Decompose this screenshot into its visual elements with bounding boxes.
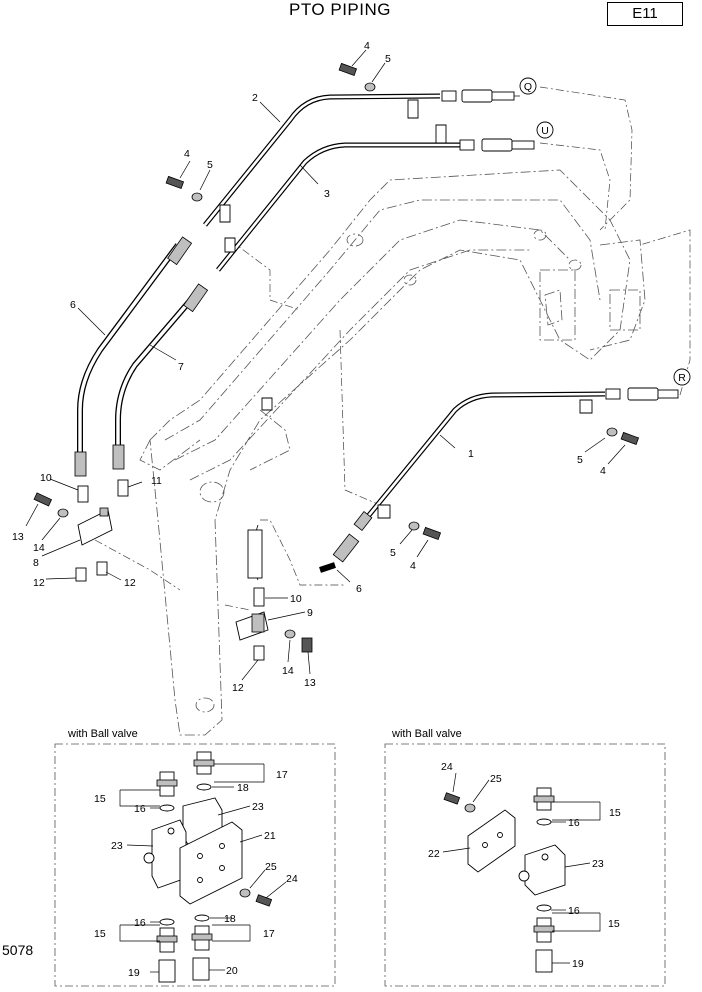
callout-19: 19 xyxy=(572,958,584,970)
callout-13: 13 xyxy=(304,677,316,689)
callout-4: 4 xyxy=(600,465,606,477)
callout-23: 23 xyxy=(592,858,604,870)
hose-6-left xyxy=(77,243,181,455)
callout-19: 19 xyxy=(128,967,140,979)
page-title: PTO PIPING xyxy=(289,0,391,19)
callout-5: 5 xyxy=(385,53,391,65)
callout-23: 23 xyxy=(111,840,123,852)
port-u-marker: U xyxy=(536,121,554,139)
callout-24: 24 xyxy=(286,873,298,885)
callout-labels: 2 3 4 5 4 5 6 7 1 5 4 5 4 6 10 11 13 14 … xyxy=(12,40,606,694)
callout-14: 14 xyxy=(282,665,294,677)
callout-8: 8 xyxy=(33,557,39,569)
port-u-label: U xyxy=(541,125,549,137)
inset-right-title: with Ball valve xyxy=(392,728,462,740)
connector-lines xyxy=(94,86,691,611)
callout-25: 25 xyxy=(265,861,277,873)
hose-7 xyxy=(115,293,198,455)
inset-left-box: 15 16 17 18 23 23 21 25 24 16 18 15 17 1… xyxy=(54,743,336,987)
callout-22: 22 xyxy=(428,848,440,860)
callout-16: 16 xyxy=(568,817,580,829)
hose-end-q xyxy=(441,89,520,103)
callout-4: 4 xyxy=(184,148,190,160)
callout-3: 3 xyxy=(324,188,330,200)
callout-10: 10 xyxy=(40,472,52,484)
clamp-assemblies xyxy=(75,479,269,661)
page-code-box: E11 xyxy=(607,2,683,26)
pipe-1 xyxy=(363,391,606,522)
callout-15: 15 xyxy=(608,918,620,930)
inset-left-title: with Ball valve xyxy=(68,728,138,740)
callout-17: 17 xyxy=(263,928,275,940)
callout-17: 17 xyxy=(276,769,288,781)
port-r-marker: R xyxy=(673,368,691,386)
callout-5: 5 xyxy=(207,159,213,171)
callout-9: 9 xyxy=(307,607,313,619)
hose-end-u xyxy=(459,138,535,152)
callout-20: 20 xyxy=(226,965,238,977)
pipe-3 xyxy=(216,142,460,272)
port-q-label: Q xyxy=(524,81,532,93)
callout-16: 16 xyxy=(134,917,146,929)
figure-number: 5078 xyxy=(2,942,34,958)
callout-12: 12 xyxy=(124,577,136,589)
callout-12: 12 xyxy=(33,577,45,589)
callout-2: 2 xyxy=(252,92,258,104)
pipe-clamps xyxy=(219,99,593,519)
callout-7: 7 xyxy=(178,361,184,373)
callout-16: 16 xyxy=(134,803,146,815)
pipe-2 xyxy=(203,93,441,227)
hose-sleeves xyxy=(74,236,373,579)
callout-16: 16 xyxy=(568,905,580,917)
callout-13: 13 xyxy=(12,531,24,543)
callout-1: 1 xyxy=(468,448,474,460)
leader-lines xyxy=(25,49,626,681)
callout-15: 15 xyxy=(94,793,106,805)
callout-15: 15 xyxy=(94,928,106,940)
callout-11: 11 xyxy=(151,475,162,487)
callout-10: 10 xyxy=(290,593,302,605)
callout-6: 6 xyxy=(356,583,362,595)
callout-25: 25 xyxy=(490,773,502,785)
callout-4: 4 xyxy=(410,560,416,572)
callout-14: 14 xyxy=(33,542,45,554)
boom-outline xyxy=(139,169,646,736)
callout-18: 18 xyxy=(224,913,236,925)
hose-end-r xyxy=(605,387,679,401)
callout-12: 12 xyxy=(232,682,244,694)
callout-4: 4 xyxy=(364,40,370,52)
inset-right-box: 24 25 15 16 22 23 16 15 19 xyxy=(384,743,666,987)
port-r-label: R xyxy=(678,372,686,384)
callout-5: 5 xyxy=(577,454,583,466)
callout-23: 23 xyxy=(252,801,264,813)
callout-5: 5 xyxy=(390,547,396,559)
callout-18: 18 xyxy=(237,782,249,794)
callout-24: 24 xyxy=(441,761,453,773)
callout-15: 15 xyxy=(609,807,621,819)
hose-6-right xyxy=(252,524,336,581)
bolts-and-washers xyxy=(33,62,640,653)
callout-21: 21 xyxy=(264,830,276,842)
port-q-marker: Q xyxy=(519,77,537,95)
callout-6: 6 xyxy=(70,299,76,311)
